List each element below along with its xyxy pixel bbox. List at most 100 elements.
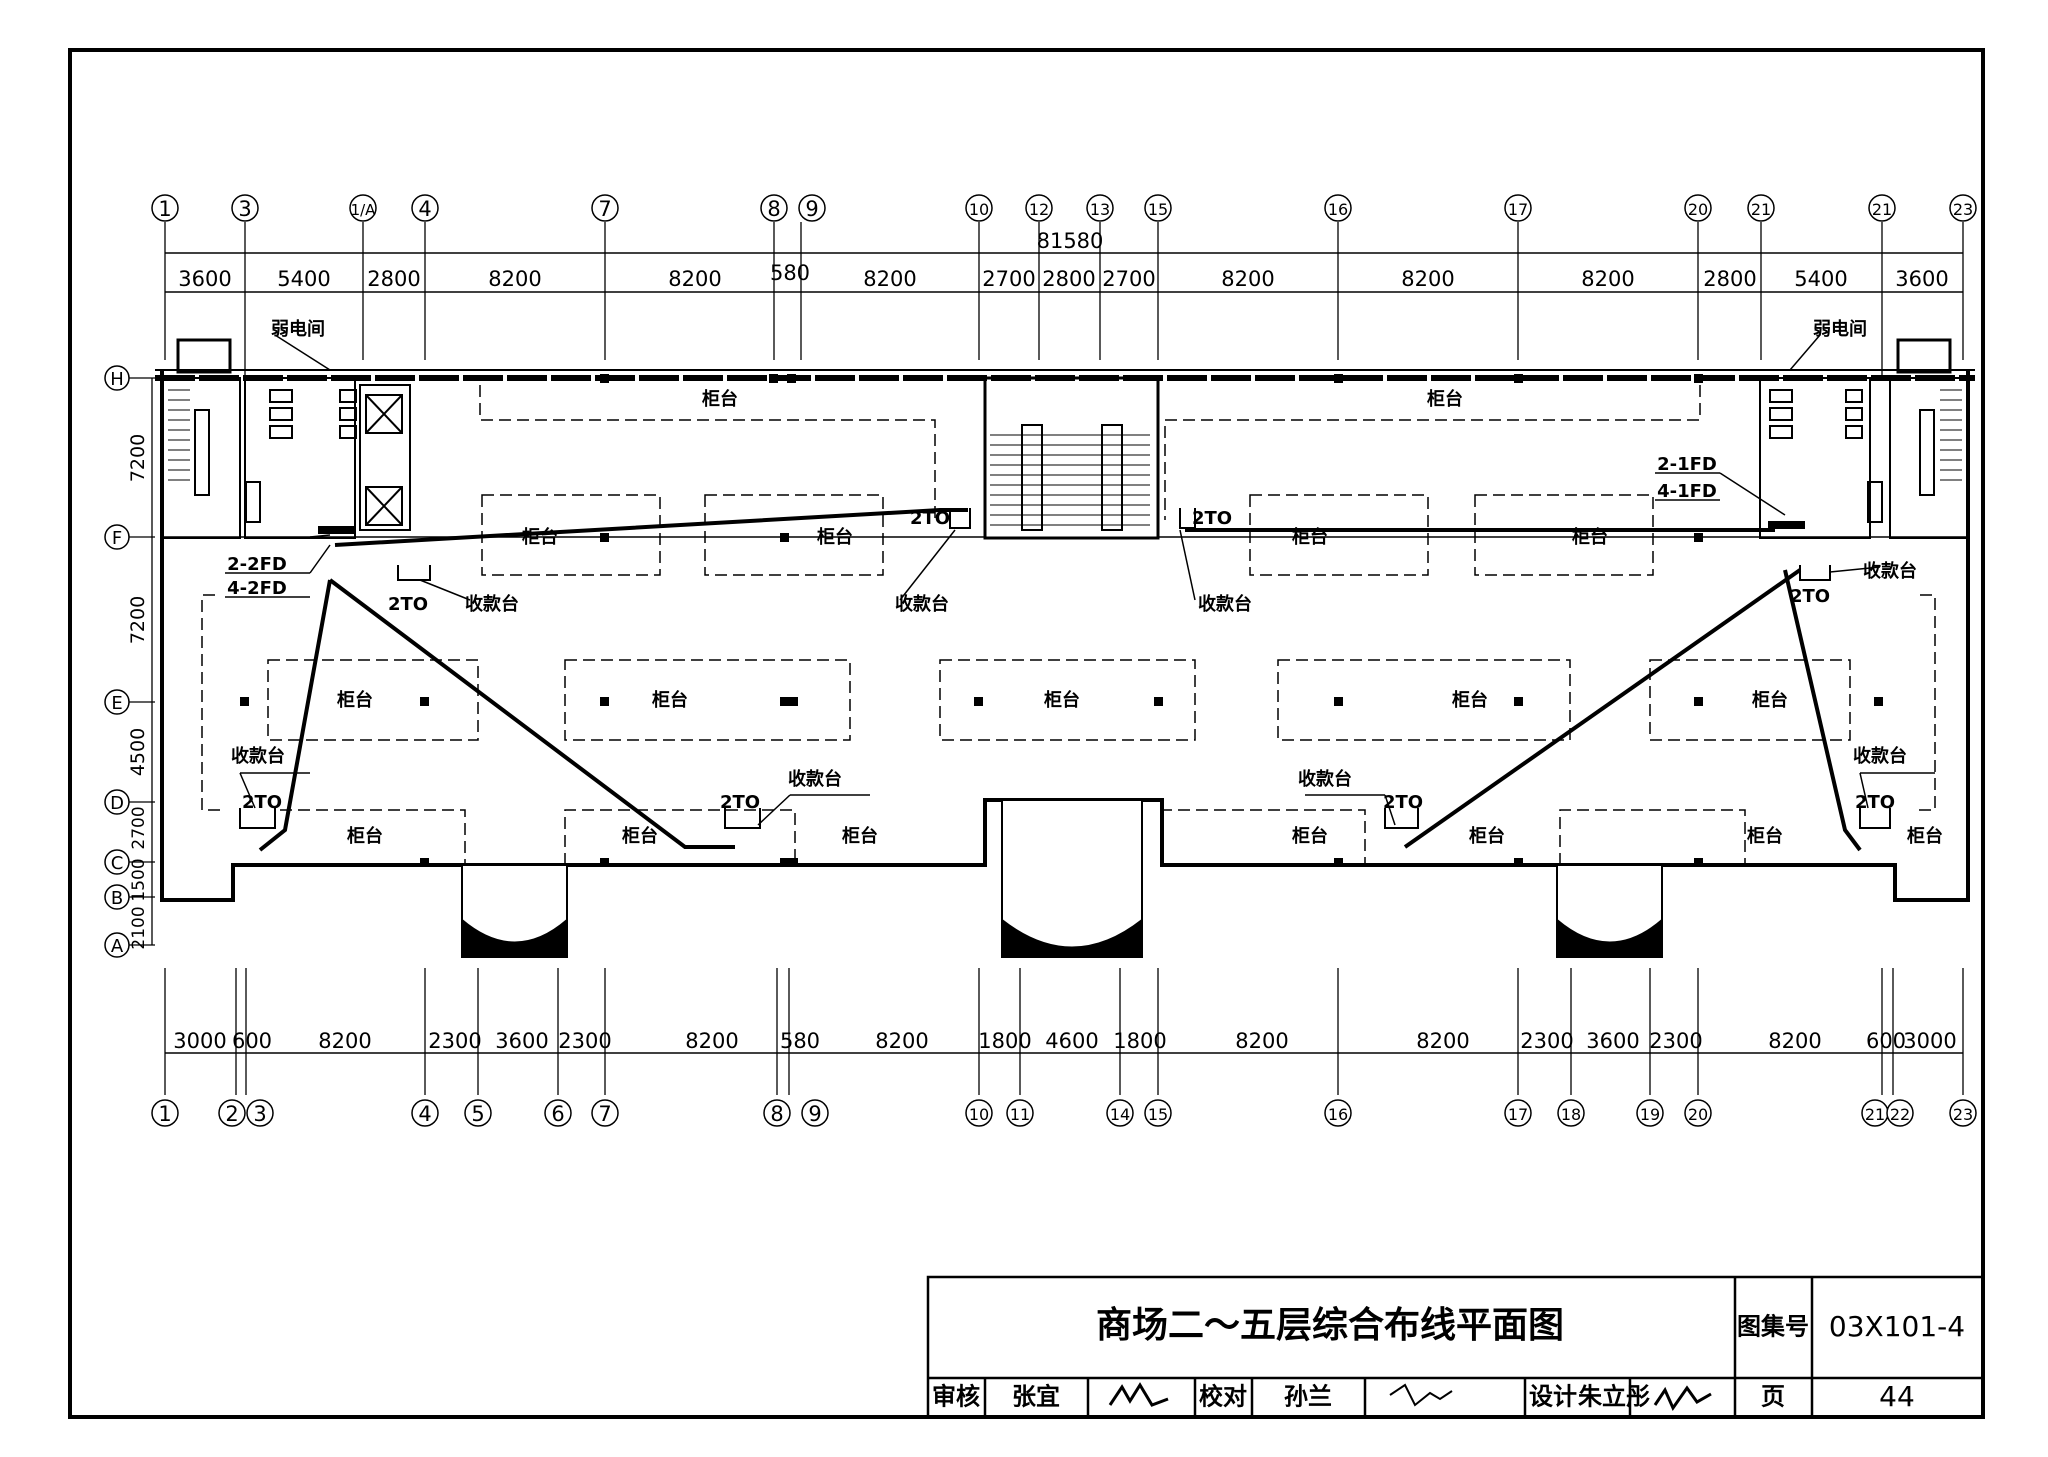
- outlet-label: 2TO: [720, 792, 760, 813]
- dimension-value: 4500: [127, 728, 149, 776]
- dimension-value: 8200: [668, 267, 721, 291]
- atlas-number: 03X101-4: [1829, 1310, 1965, 1343]
- axis-label: 21: [1865, 1105, 1885, 1124]
- dimension-value: 580: [770, 261, 810, 285]
- page-label: 页: [1761, 1382, 1785, 1411]
- escalators: [990, 424, 1150, 531]
- axis-label: 21: [1751, 200, 1771, 219]
- bottom-axis-extension-lines: [164, 968, 1964, 1095]
- cashier-label: 收款台: [788, 768, 842, 790]
- floor-distributor-label: 2-2FD: [227, 554, 287, 575]
- left-stair-core: [161, 338, 241, 539]
- row-axis-bubbles: [104, 365, 130, 958]
- bottom-dimension-texts: 3000 600 8200 2300 3600 2300 8200 580 82…: [173, 1029, 1956, 1053]
- outlet-label: 2TO: [910, 508, 950, 529]
- weak-current-room-label: 弱电间: [271, 318, 325, 340]
- left-dimension-texts: 7200 7200 4500 2700 1500 2100: [127, 434, 149, 950]
- row-axis-lines: [128, 377, 155, 946]
- counter-label: 柜台: [622, 825, 658, 847]
- floor-distributor-label: 2-1FD: [1657, 454, 1717, 475]
- dimension-value: 1800: [1113, 1029, 1166, 1053]
- axis-label: 2: [225, 1102, 238, 1126]
- dimension-value: 8200: [318, 1029, 371, 1053]
- cashier-label: 收款台: [1853, 745, 1907, 767]
- axis-label: 4: [418, 1102, 431, 1126]
- axis-label: 23: [1953, 200, 1973, 219]
- dimension-value: 7200: [127, 596, 149, 644]
- dimension-value: 8200: [1401, 267, 1454, 291]
- axis-label: 17: [1508, 200, 1528, 219]
- axis-label: 16: [1328, 1105, 1348, 1124]
- dimension-value: 4600: [1045, 1029, 1098, 1053]
- axis-label: 1: [158, 197, 171, 221]
- dimension-value: 8200: [1416, 1029, 1469, 1053]
- axis-label: 8: [770, 1102, 783, 1126]
- entrance-canopies: [461, 799, 1663, 958]
- dimension-value: 3600: [1895, 267, 1948, 291]
- axis-label: 23: [1953, 1105, 1973, 1124]
- check-label: 校对: [1199, 1382, 1247, 1411]
- floor-distributor-label: 4-2FD: [227, 578, 287, 599]
- counter-label: 柜台: [1452, 689, 1488, 711]
- counter-label: 柜台: [842, 825, 878, 847]
- room-labels: 弱电间 弱电间 柜台 柜台 柜台 柜台 柜台 柜台 柜台 柜台 柜台 柜台 柜台…: [227, 318, 1943, 847]
- dimension-value: 2800: [367, 267, 420, 291]
- axis-label: 21: [1872, 200, 1892, 219]
- dimension-value: 5400: [277, 267, 330, 291]
- dimension-value: 3600: [1586, 1029, 1639, 1053]
- axis-label: 19: [1640, 1105, 1660, 1124]
- top-axis-labels: 1 3 1/A 4 7 8 9 10 12 13 15 16 17 20 21 …: [158, 197, 1973, 221]
- counter-label: 柜台: [1907, 825, 1943, 847]
- axis-label: 8: [767, 197, 780, 221]
- signature-marks: [1108, 1382, 1712, 1412]
- axis-label: 14: [1110, 1105, 1130, 1124]
- dimension-value: 8200: [1221, 267, 1274, 291]
- floor-distributor-label: 4-1FD: [1657, 481, 1717, 502]
- outlet-label: 2TO: [1790, 586, 1830, 607]
- counter-label: 柜台: [1572, 526, 1608, 548]
- right-service-core: [1759, 377, 1883, 539]
- axis-label: 9: [808, 1102, 821, 1126]
- outlet-label: 2TO: [242, 792, 282, 813]
- axis-label: 7: [598, 1102, 611, 1126]
- axis-label: 12: [1029, 200, 1049, 219]
- dimension-value: 2300: [428, 1029, 481, 1053]
- axis-label: 5: [471, 1102, 484, 1126]
- dimension-value: 2300: [1649, 1029, 1702, 1053]
- weak-current-room-label: 弱电间: [1813, 318, 1867, 340]
- dimension-value: 3600: [178, 267, 231, 291]
- right-stair-core: [1889, 338, 1969, 539]
- structural-columns: [240, 374, 1883, 867]
- counter-label: 柜台: [1747, 825, 1783, 847]
- counter-label: 柜台: [522, 526, 558, 548]
- drawing-frame: [68, 48, 1985, 1419]
- top-axis-extension-lines: [164, 222, 1964, 380]
- axis-label: 10: [969, 200, 989, 219]
- axis-label: F: [112, 528, 122, 549]
- dimension-value: 2700: [1102, 267, 1155, 291]
- counter-zones: [201, 385, 1936, 865]
- dimension-value: 8200: [863, 267, 916, 291]
- axis-label: 6: [551, 1102, 564, 1126]
- designer-name: 朱立彤: [1578, 1382, 1650, 1411]
- dimension-value: 3000: [1903, 1029, 1956, 1053]
- axis-label: 22: [1890, 1105, 1910, 1124]
- dimension-value: 2700: [129, 806, 149, 849]
- top-dimension-lines: [165, 252, 1963, 1054]
- dimension-value: 580: [780, 1029, 820, 1053]
- axis-label: 1: [158, 1102, 171, 1126]
- leader-lines: [225, 334, 1935, 826]
- dimension-value: 5400: [1794, 267, 1847, 291]
- outlet-label: 2TO: [388, 594, 428, 615]
- reviewer-name: 张宜: [1012, 1382, 1060, 1411]
- axis-label: 1/A: [351, 201, 377, 219]
- outlet-label: 2TO: [1855, 792, 1895, 813]
- bottom-axis-bubbles: [151, 1099, 1977, 1127]
- title-block: [926, 1275, 1985, 1419]
- left-service-core: [244, 377, 411, 539]
- axis-label: A: [111, 936, 124, 957]
- dimension-value: 8200: [685, 1029, 738, 1053]
- axis-label: 11: [1010, 1105, 1030, 1124]
- design-label: 设计: [1529, 1382, 1577, 1411]
- counter-label: 柜台: [1044, 689, 1080, 711]
